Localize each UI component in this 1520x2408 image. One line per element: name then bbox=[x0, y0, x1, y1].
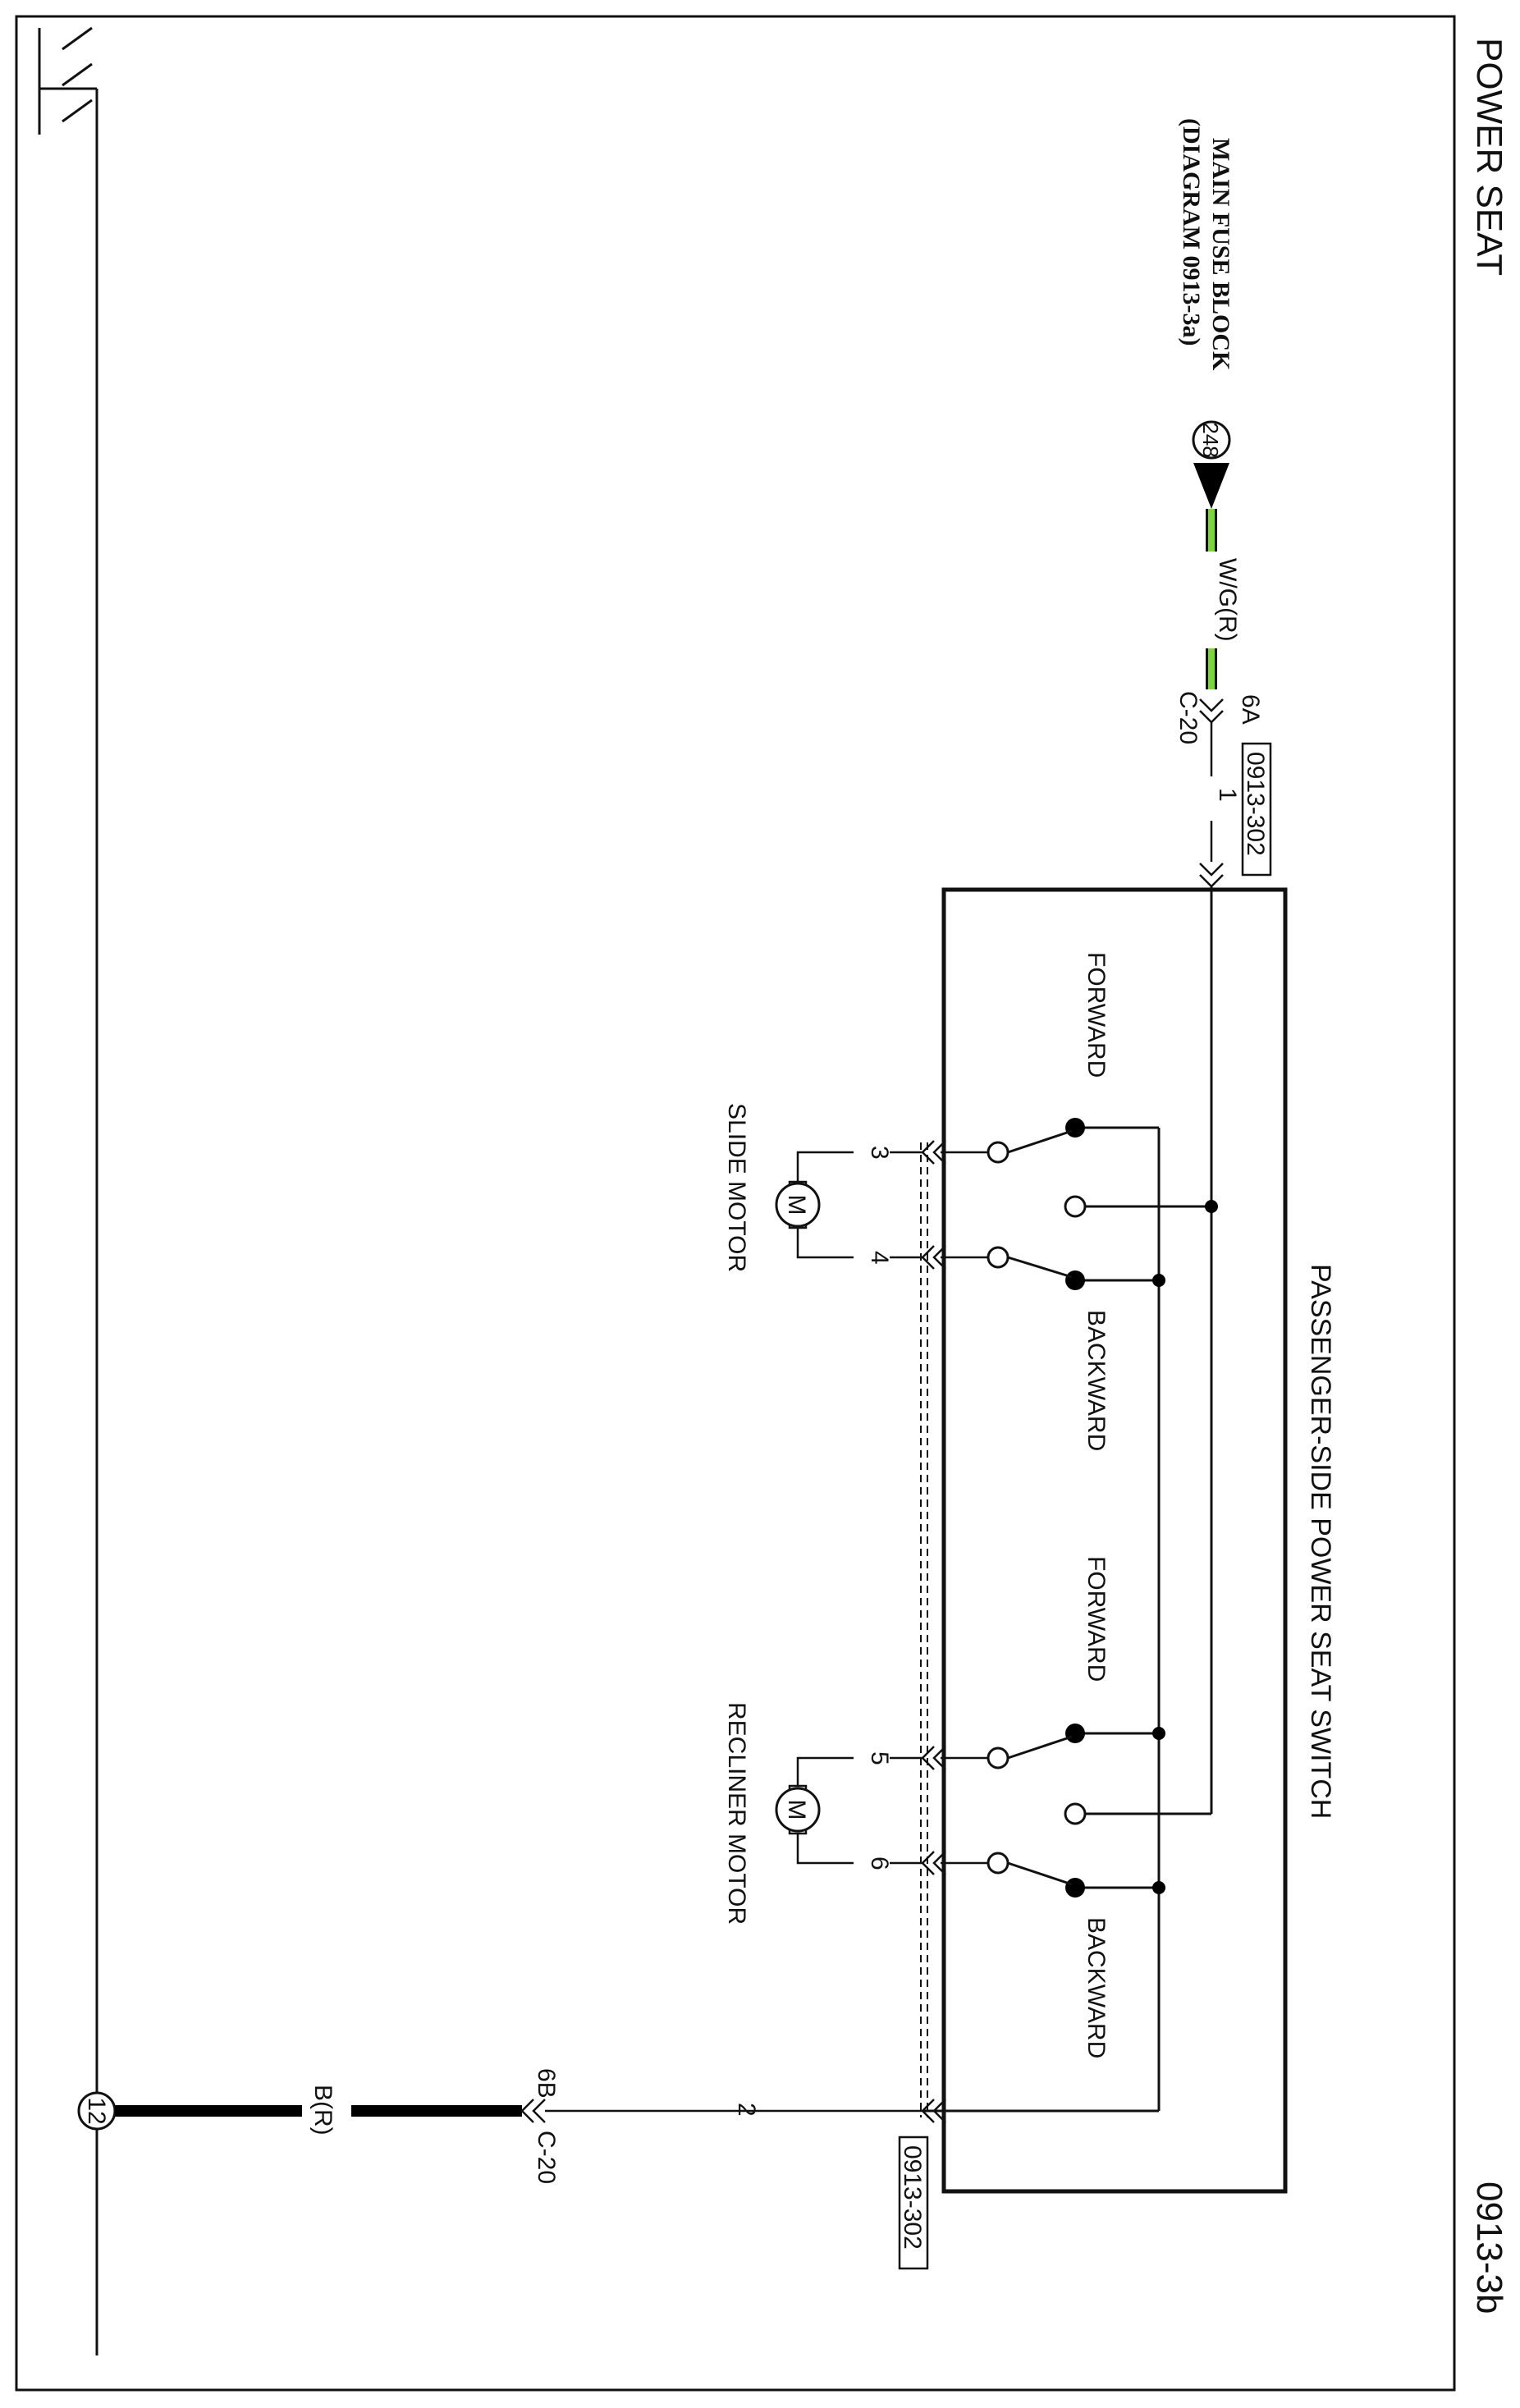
page-title: POWER SEAT bbox=[1469, 38, 1509, 276]
pin-4-label: 4 bbox=[866, 1251, 893, 1265]
slide-backward-contact bbox=[987, 1246, 1010, 1269]
page-border bbox=[15, 15, 1456, 2392]
recliner-backward-pivot bbox=[1065, 1878, 1085, 1898]
recliner-switch: FORWARD BACKWARD bbox=[987, 1556, 1110, 2058]
connector-ref-top: 0913-302 bbox=[1241, 742, 1272, 877]
connector-c20-bottom: 6B C-20 bbox=[520, 2068, 560, 2184]
fuse-block-line1: MAIN FUSE BLOCK bbox=[1207, 138, 1234, 371]
junction-feed-slide bbox=[1205, 1200, 1218, 1213]
connector-c20-top-name: C-20 bbox=[1174, 691, 1202, 744]
junction-return-recliner-backward bbox=[1152, 1881, 1165, 1894]
pin-5-label: 5 bbox=[866, 1751, 893, 1765]
pin-6-label: 6 bbox=[866, 1856, 893, 1870]
ground-symbol bbox=[38, 26, 97, 135]
connector-ref-bottom: 0913-302 bbox=[898, 2136, 929, 2270]
connector-c20-bottom-name: C-20 bbox=[533, 2131, 560, 2184]
pin-3-label: 3 bbox=[866, 1146, 893, 1160]
slide-center-contact bbox=[1064, 1195, 1087, 1218]
recliner-forward-pivot bbox=[1065, 1724, 1085, 1743]
wire-w-g-r-color-code: W/G(R) bbox=[1214, 558, 1241, 642]
pin-1-label: 1 bbox=[1214, 788, 1241, 802]
fuse-block-line2: (DIAGRAM 0913-3a) bbox=[1178, 118, 1205, 346]
recliner-motor-symbol: M bbox=[783, 1800, 810, 1820]
junction-return-slide-backward bbox=[1152, 1274, 1165, 1287]
slide-forward-label: FORWARD bbox=[1083, 952, 1110, 1078]
junction-return-recliner-forward bbox=[1152, 1727, 1165, 1740]
connector-pin-1 bbox=[1199, 863, 1224, 888]
connector-ref-bottom-label: 0913-302 bbox=[899, 2145, 926, 2250]
fuse-arrow-icon bbox=[1193, 463, 1229, 509]
slide-motor-symbol: M bbox=[783, 1195, 810, 1215]
connector-ref-top-label: 0913-302 bbox=[1242, 752, 1269, 856]
recliner-center-contact bbox=[1064, 1802, 1087, 1825]
recliner-backward-label: BACKWARD bbox=[1083, 1917, 1110, 2058]
recliner-motor-icon bbox=[775, 1787, 821, 1833]
wire-b-r-color-code: B(R) bbox=[309, 2085, 337, 2136]
fuse-node-248 bbox=[1192, 420, 1231, 460]
slide-motor-name: SLIDE MOTOR bbox=[723, 1103, 750, 1272]
connector-pin-2 bbox=[921, 2099, 946, 2123]
slide-switch: FORWARD BACKWARD bbox=[987, 952, 1110, 1451]
power-seat-switch-housing bbox=[941, 887, 1288, 2194]
connector-6a-pin: 6A bbox=[1237, 694, 1264, 725]
ground-node: 12 bbox=[77, 2091, 117, 2131]
recliner-motor-name: RECLINER MOTOR bbox=[723, 1702, 750, 1925]
slide-backward-label: BACKWARD bbox=[1083, 1310, 1110, 1451]
slide-motor-icon bbox=[775, 1182, 821, 1228]
slide-forward-pivot bbox=[1065, 1118, 1085, 1138]
slide-backward-pivot bbox=[1065, 1270, 1085, 1290]
recliner-forward-contact bbox=[987, 1746, 1010, 1769]
fuse-node-248-label: 248 bbox=[1198, 422, 1223, 457]
diagram-number: 0913-3b bbox=[1469, 2181, 1509, 2314]
pin-2-label: 2 bbox=[733, 2103, 760, 2117]
main-fuse-block: MAIN FUSE BLOCK (DIAGRAM 0913-3a) 248 bbox=[1178, 118, 1234, 509]
switch-title: PASSENGER-SIDE POWER SEAT SWITCH bbox=[1305, 1264, 1336, 1819]
recliner-motor-circuit: 5 6 M RECLINER MOTOR bbox=[723, 1702, 988, 1925]
connector-6b-pin: 6B bbox=[533, 2068, 560, 2099]
wire-w-g-r: W/G(R) bbox=[1206, 509, 1241, 689]
recliner-forward-label: FORWARD bbox=[1083, 1556, 1110, 1682]
ground-node-label: 12 bbox=[83, 2097, 110, 2124]
slide-forward-contact bbox=[987, 1141, 1010, 1164]
connector-c20-top: 6A C-20 bbox=[1174, 691, 1264, 744]
recliner-backward-contact bbox=[987, 1852, 1010, 1875]
slide-motor-circuit: 3 4 M SLIDE MOTOR bbox=[723, 1103, 988, 1272]
